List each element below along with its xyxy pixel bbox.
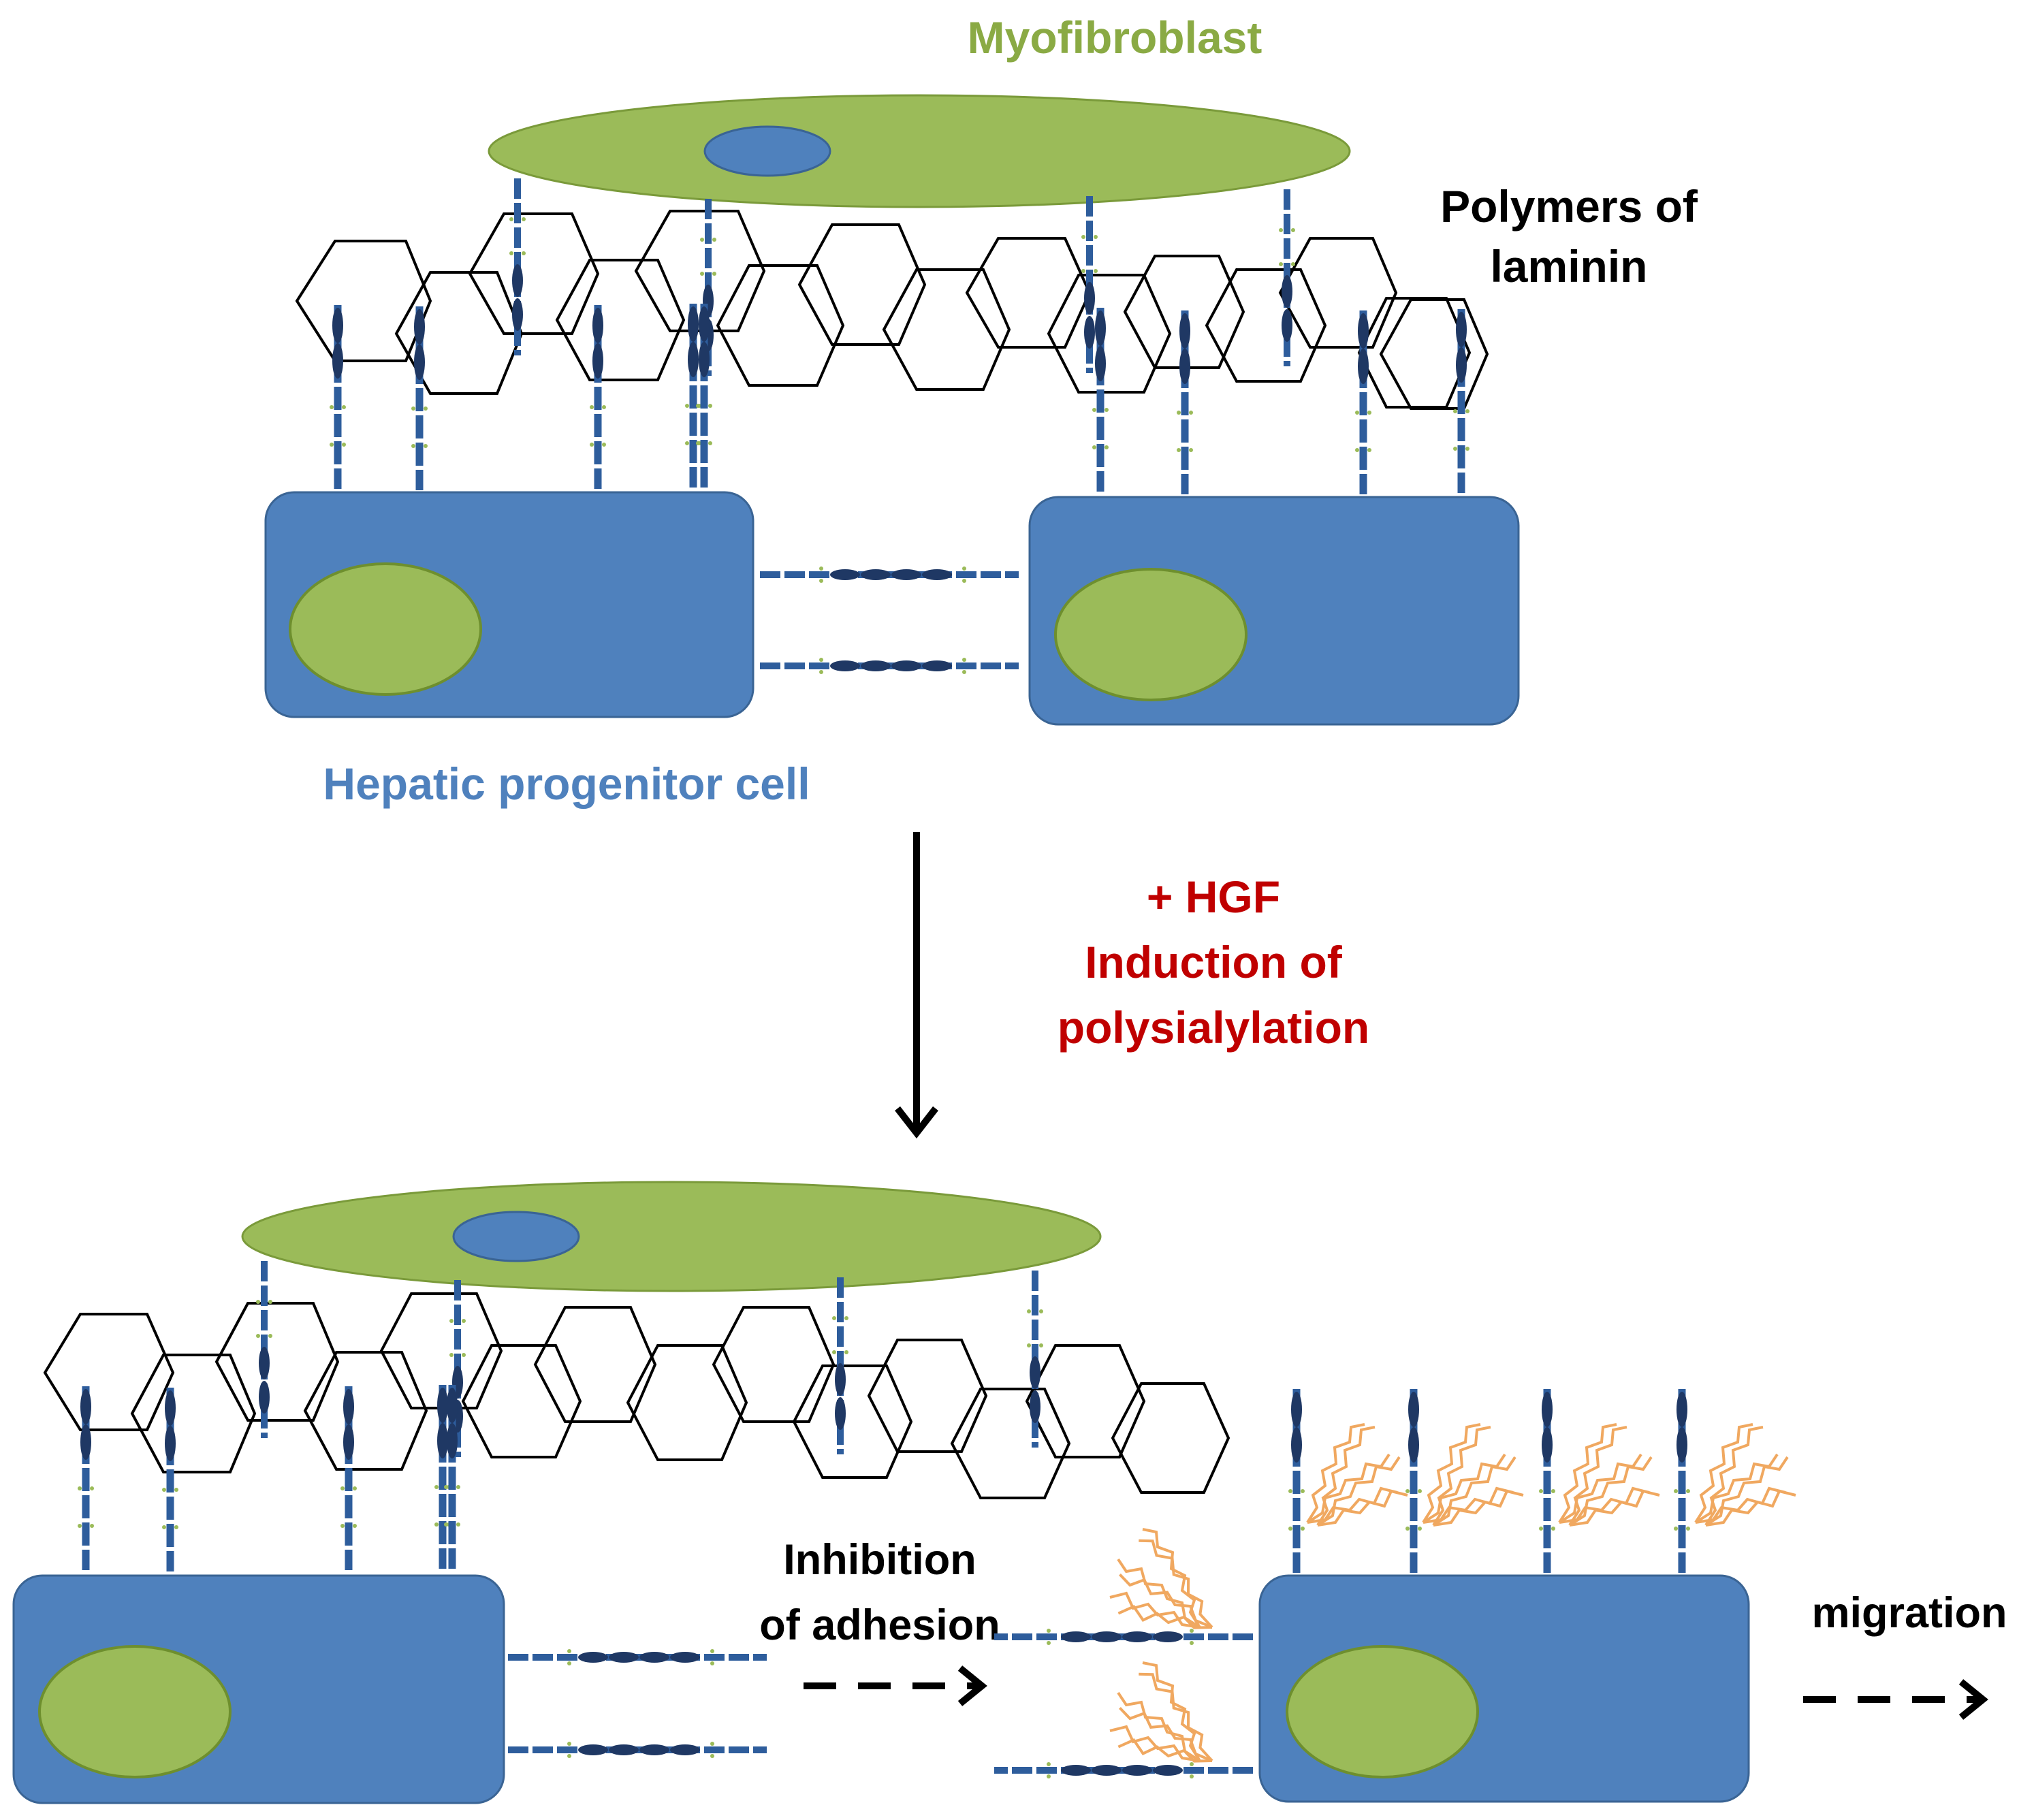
hepatic-progenitor-label: Hepatic progenitor cell: [323, 759, 810, 809]
psa-chains-cell-cell: [1105, 1528, 1213, 1778]
hgf-label-line3: polysialylation: [1058, 1002, 1369, 1053]
migration-label: migration: [1811, 1589, 2007, 1637]
laminin-polymer-top: [295, 210, 1489, 410]
hgf-label-line2: Induction of: [1085, 937, 1343, 987]
hepatic-progenitor-cell-bottom-right: [1258, 1574, 1750, 1803]
down-arrow-icon: [895, 832, 938, 1139]
hgf-label-line1: + HGF: [1147, 872, 1280, 922]
hepatic-progenitor-cell-top-right: [1028, 496, 1520, 726]
myofibroblast-receptors-top: [509, 178, 1295, 376]
cell-cell-receptors-bottom-left: [508, 1649, 767, 1758]
cell-receptors-top: [330, 304, 1469, 494]
dashed-right-arrow-icon: [804, 1665, 987, 1706]
myofibroblast-label: Myofibroblast: [968, 12, 1262, 63]
laminin-label-line2: laminin: [1490, 241, 1647, 291]
polysialylated-receptors-cell-cell: [994, 1629, 1253, 1778]
dashed-right-arrow-icon: [1803, 1679, 1988, 1720]
cell-receptors-bottom-left: [78, 1385, 460, 1571]
laminin-label-line1: Polymers of: [1440, 181, 1698, 232]
hepatic-progenitor-cell-top-left: [264, 491, 754, 718]
inhibition-label-line2: of adhesion: [759, 1601, 1000, 1649]
myofibroblast-top: [488, 94, 1351, 208]
cell-cell-receptors-top: [760, 566, 1019, 674]
inhibition-label-line1: Inhibition: [783, 1536, 976, 1584]
laminin-polymer-bottom: [43, 1292, 1230, 1499]
myofibroblast-bottom: [241, 1181, 1102, 1292]
hepatic-progenitor-cell-bottom-left: [12, 1574, 505, 1804]
